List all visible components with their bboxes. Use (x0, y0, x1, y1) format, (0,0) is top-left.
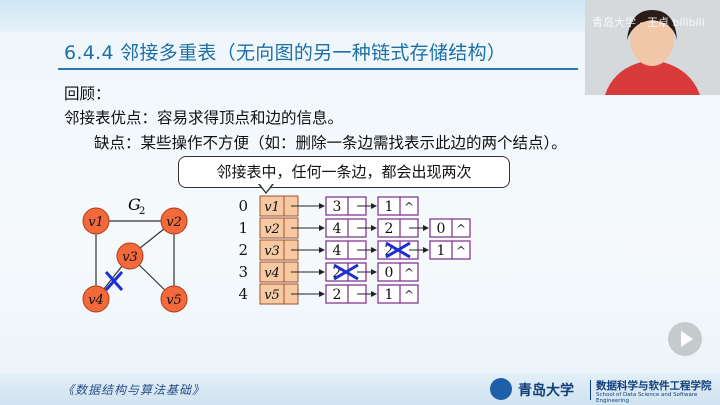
node-value-1-1: 2 (385, 221, 394, 237)
advantage-line: 邻接表优点：容易求得顶点和边的信息。 (64, 109, 344, 127)
cross-mark-row3-b (333, 263, 359, 281)
node-value-3-0: 2 (333, 265, 342, 281)
footer-university: 青岛大学 (518, 383, 574, 399)
vertex-label-v1: v1 (88, 215, 104, 230)
node-value-1-2: 0 (437, 221, 446, 237)
table-index-1: 1 (238, 219, 248, 237)
head-label-3: v4 (264, 266, 280, 281)
vertex-v3 (116, 242, 144, 270)
node-4-1 (377, 284, 419, 304)
head-label-0: v1 (264, 200, 280, 215)
node-value-2-0: 4 (333, 243, 342, 259)
title-underline (58, 68, 578, 70)
adjacency-list: 0 v1 3 1 ^ 1 v2 4 2 0 ^ 2 v3 4 2 1 ^ 3 v4 2 0 ^ 4 v5 2 1 ^ (238, 195, 471, 305)
node-3-1 (377, 262, 419, 282)
callout-tail-inner (260, 184, 272, 192)
table-index-0: 0 (238, 197, 248, 215)
vertex-label-v3: v3 (122, 250, 138, 265)
table-index-2: 2 (238, 241, 248, 259)
node-value-2-2: 1 (437, 243, 446, 259)
null-mark-0: ^ (404, 200, 414, 214)
node-value-4-0: 2 (333, 287, 342, 303)
node-value-3-1: 0 (385, 265, 394, 281)
null-mark-2: ^ (456, 244, 466, 258)
node-1-2 (429, 218, 471, 238)
vertex-v2 (160, 207, 188, 235)
node-value-0-0: 3 (333, 199, 342, 215)
graph-g2: G 2 v1 v2 v3 v4 v5 (82, 195, 188, 313)
video-watermark: 青岛大学 - 王卓 bilibili (592, 16, 705, 29)
vertex-v1 (82, 207, 110, 235)
footer-department-en: School of Data Science and Software Engi… (596, 392, 698, 404)
footer-book-title: 《数据结构与算法基础》 (62, 383, 206, 397)
vertex-label-v4: v4 (88, 293, 104, 308)
footer-department: 数据科学与软件工程学院 (596, 380, 712, 392)
table-index-4: 4 (238, 285, 248, 303)
head-label-4: v5 (264, 288, 280, 303)
presenter-webcam (585, 0, 720, 95)
vertex-v5 (160, 285, 188, 313)
vertex-v4 (82, 285, 110, 313)
graph-vertices (82, 207, 188, 313)
graph-label-sub: 2 (139, 206, 145, 217)
head-label-2: v3 (264, 244, 280, 259)
head-label-1: v2 (264, 222, 280, 237)
null-mark-4: ^ (404, 288, 414, 302)
node-value-1-0: 4 (333, 221, 342, 237)
vertex-label-v5: v5 (166, 293, 182, 308)
review-label: 回顾： (64, 85, 111, 103)
null-mark-1: ^ (456, 222, 466, 236)
cross-mark-edge-v3-v4 (104, 271, 124, 291)
disadvantage-line: 缺点：某些操作不方便（如：删除一条边需找表示此边的两个结点）。 (94, 134, 567, 152)
cross-mark-row2-b (385, 241, 411, 259)
slide-title: 6.4.4 邻接多重表（无向图的另一种链式存储结构） (64, 42, 507, 64)
node-value-0-1: 1 (385, 199, 394, 215)
vertex-label-v2: v2 (166, 215, 182, 230)
footer-bar (0, 373, 720, 405)
null-mark-3: ^ (404, 266, 414, 280)
play-icon[interactable] (681, 331, 693, 347)
university-logo-icon (490, 378, 512, 400)
node-value-2-1: 2 (385, 243, 394, 259)
node-0-1 (377, 196, 419, 216)
table-index-3: 3 (238, 263, 248, 281)
presenter-figure (585, 0, 720, 95)
callout-box: 邻接表中，任何一条边，都会出现两次 (178, 156, 510, 188)
footer-divider (590, 380, 591, 400)
node-2-2 (429, 240, 471, 260)
node-value-4-1: 1 (385, 287, 394, 303)
graph-label: G (128, 195, 141, 214)
